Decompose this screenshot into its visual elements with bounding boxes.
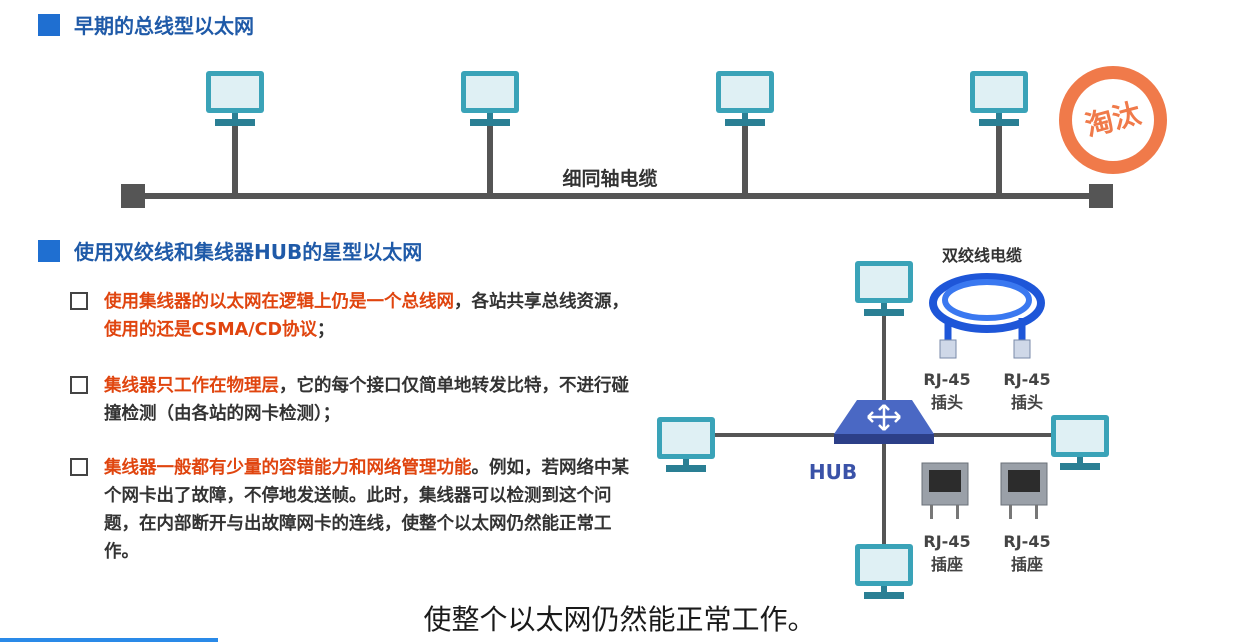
bullet-2: 集线器只工作在物理层，它的每个接口仅简单地转发比特，不进行碰撞检测（由各站的网卡… xyxy=(70,372,630,428)
video-progress-bar[interactable] xyxy=(0,638,218,642)
section-title-star: 使用双绞线和集线器HUB的星型以太网 xyxy=(38,236,422,265)
section-title-star-text: 使用双绞线和集线器HUB的星型以太网 xyxy=(74,240,423,264)
rj45-jack-image-1 xyxy=(921,462,969,519)
bullet-text: 集线器一般都有少量的容错能力和网络管理功能。例如，若网络中某个网卡出了故障，不停… xyxy=(104,454,630,566)
star-station-left xyxy=(657,417,715,472)
star-station-right xyxy=(1051,415,1109,470)
bullet-text: 集线器只工作在物理层，它的每个接口仅简单地转发比特，不进行碰撞检测（由各站的网卡… xyxy=(104,372,630,428)
section-bullet-square xyxy=(38,13,60,36)
star-station-top xyxy=(855,261,913,316)
highlighted-text: 集线器一般都有少量的容错能力和网络管理功能 xyxy=(104,458,472,478)
bus-terminator-right xyxy=(1089,184,1113,208)
bus-station-1 xyxy=(206,71,264,196)
highlighted-text: 集线器只工作在物理层 xyxy=(104,376,279,396)
section-bullet-square xyxy=(38,239,60,262)
body-text: ； xyxy=(317,320,335,340)
bus-station-2 xyxy=(461,71,519,196)
obsolete-stamp: 淘汰 xyxy=(1059,66,1167,174)
twisted-pair-label: 双绞线电缆 xyxy=(941,246,1022,265)
computer-icon xyxy=(206,71,264,126)
bullet-text: 使用集线器的以太网在逻辑上仍是一个总线网，各站共享总线资源， 使用的还是CSMA/… xyxy=(104,288,630,344)
highlighted-text: 使用集线器的以太网在逻辑上仍是一个总线网 xyxy=(104,292,454,312)
body-text: 。例如，若网络中某个网卡出了故障，不停地发送帧。此时，集线器可以检测到这个问题，… xyxy=(104,458,629,562)
computer-icon xyxy=(461,71,519,126)
body-text: ，各站共享总线资源， xyxy=(454,292,629,312)
bus-station-4 xyxy=(970,71,1028,196)
hub-icon xyxy=(834,400,934,444)
highlighted-text: 使用的还是CSMA/CD协议 xyxy=(104,320,317,340)
computer-icon xyxy=(716,71,774,126)
bus-station-3 xyxy=(716,71,774,196)
video-subtitle: 使整个以太网仍然能正常工作。 xyxy=(423,603,816,636)
rj45-jack-image-2 xyxy=(1000,462,1048,519)
twisted-pair-cable-image xyxy=(929,273,1045,359)
body-text: ，它的每个接口仅简单地转发比特，不进行碰撞检测（由各站的网卡检测）； xyxy=(104,376,629,424)
computer-icon xyxy=(970,71,1028,126)
section-title-bus: 早期的总线型以太网 xyxy=(38,10,254,39)
cable-label-coax: 细同轴电缆 xyxy=(562,168,658,190)
checkbox-icon xyxy=(70,458,88,476)
section-title-bus-text: 早期的总线型以太网 xyxy=(74,14,254,38)
bus-terminator-left xyxy=(121,184,145,208)
bullet-1: 使用集线器的以太网在逻辑上仍是一个总线网，各站共享总线资源， 使用的还是CSMA/… xyxy=(70,288,630,344)
checkbox-icon xyxy=(70,376,88,394)
star-station-bottom xyxy=(855,544,913,599)
bullet-3: 集线器一般都有少量的容错能力和网络管理功能。例如，若网络中某个网卡出了故障，不停… xyxy=(70,454,630,566)
checkbox-icon xyxy=(70,292,88,310)
hub-label: HUB xyxy=(808,460,858,484)
